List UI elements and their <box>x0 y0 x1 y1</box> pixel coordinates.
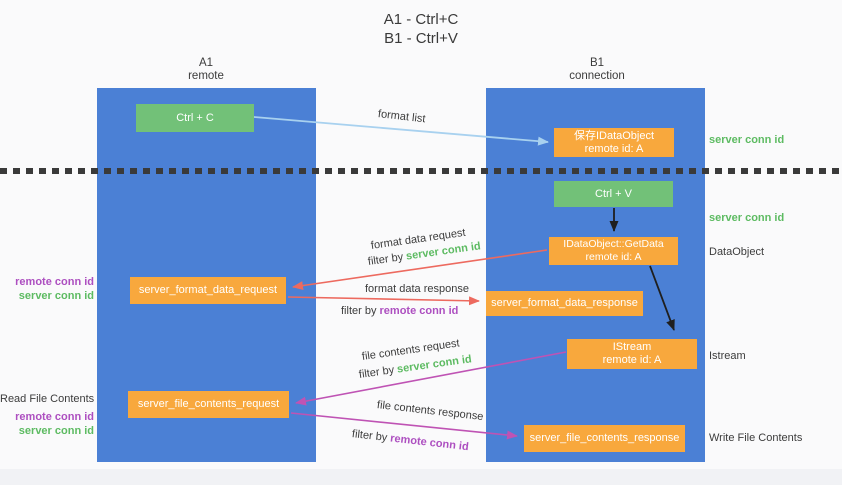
right-write-file-contents: Write File Contents <box>709 432 803 444</box>
filter-by-text: filter by <box>367 250 407 268</box>
ctrl-v-label: Ctrl + V <box>595 187 632 200</box>
remote-conn-id-token: remote conn id <box>389 432 470 454</box>
save-idataobject-label: 保存IDataObject <box>573 129 655 142</box>
getdata-remote-id: remote id: A <box>585 251 642 263</box>
session-separator-dotted-line <box>0 168 842 174</box>
right-server-conn-id-1: server conn id <box>709 134 785 146</box>
remote-conn-id-token: remote conn id <box>379 305 459 317</box>
label-filter-by-remote-conn-id-2: filter by remote conn id <box>351 428 469 453</box>
file-request-label: server_file_contents_request <box>137 398 280 410</box>
ctrl-v-box: Ctrl + V <box>554 181 673 207</box>
istream-box: IStream remote id: A <box>567 339 697 369</box>
lane-a1-role: remote <box>188 70 224 82</box>
ctrl-c-label: Ctrl + C <box>176 111 214 124</box>
title-line-2: B1 - Ctrl+V <box>384 30 458 47</box>
format-request-label: server_format_data_request <box>138 284 278 296</box>
server-file-contents-request-box: server_file_contents_request <box>128 391 289 418</box>
title-line-1: A1 - Ctrl+C <box>383 11 459 28</box>
left-read-file-contents: Read File Contents <box>0 393 95 405</box>
left-server-conn-id-2: server conn id <box>18 425 94 437</box>
diagram-title: A1 - Ctrl+C B1 - Ctrl+V <box>0 10 842 48</box>
bottom-band <box>0 469 842 485</box>
istream-remote-id: remote id: A <box>602 354 662 366</box>
server-format-data-response-box: server_format_data_response <box>486 291 643 316</box>
lane-header-a1: A1 remote <box>126 57 286 83</box>
right-dataobject: DataObject <box>709 246 765 258</box>
filter-by-text: filter by <box>358 363 398 381</box>
lane-header-b1: B1 connection <box>517 57 677 83</box>
label-file-contents-response: file contents response <box>376 399 485 424</box>
file-response-label: server_file_contents_response <box>529 432 680 444</box>
server-format-data-request-box: server_format_data_request <box>130 277 286 304</box>
left-server-conn-id-1: server conn id <box>18 290 94 302</box>
lane-a1-name: A1 <box>198 57 214 69</box>
label-filter-by-remote-conn-id-1: filter by remote conn id <box>341 305 458 317</box>
save-idataobject-remote-id: remote id: A <box>584 142 644 155</box>
filter-by-text: filter by <box>341 305 380 317</box>
istream-label: IStream <box>612 341 652 353</box>
format-response-label: server_format_data_response <box>491 297 638 309</box>
getdata-label: IDataObject::GetData <box>563 238 664 250</box>
lane-b1-role: connection <box>569 70 625 82</box>
arrow-format-data-response <box>287 296 480 306</box>
server-file-contents-response-box: server_file_contents_response <box>524 425 685 452</box>
filter-by-text: filter by <box>351 428 391 445</box>
left-remote-conn-id-2: remote conn id <box>15 411 94 423</box>
ctrl-c-box: Ctrl + C <box>136 104 254 132</box>
left-remote-conn-id-1: remote conn id <box>15 276 94 288</box>
lane-b1-name: B1 <box>589 57 605 69</box>
save-idataobject-box: 保存IDataObject remote id: A <box>554 128 674 157</box>
right-server-conn-id-2: server conn id <box>709 212 785 224</box>
idataobject-getdata-box: IDataObject::GetData remote id: A <box>549 237 678 265</box>
right-istream: Istream <box>709 350 746 362</box>
label-format-list: format list <box>377 108 427 126</box>
label-format-data-response: format data response <box>365 283 469 295</box>
